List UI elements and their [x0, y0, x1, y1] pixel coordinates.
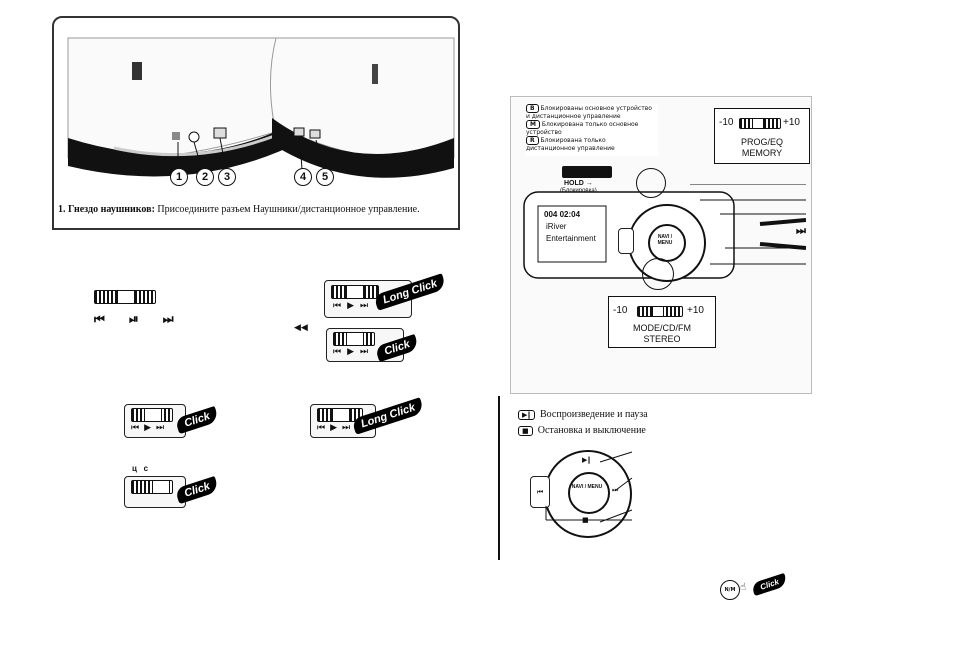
mode-scale-box: -10 +10 MODE/CD/FM STEREO	[608, 296, 716, 348]
footer-click-burst: Click	[750, 572, 789, 597]
legend-play-icon: ▶‖	[582, 456, 591, 464]
callout-1: 1	[170, 168, 188, 186]
legend-prev-tab: ⏮	[530, 476, 550, 508]
lock-badge-r: R	[526, 136, 539, 145]
ff-icon: ⏭	[796, 224, 806, 237]
callout-4: 4	[294, 168, 312, 186]
lock-legend: B Блокированы основное устройство и дист…	[526, 104, 658, 156]
remote-click-box-3	[124, 476, 186, 508]
long-click-burst-2: Long Click	[351, 397, 425, 435]
rewind-mark: ◀◀	[294, 323, 308, 333]
hold-zoom-circle	[636, 168, 666, 198]
screen-brand: iRiver	[546, 222, 567, 231]
eq-scale-box: -10 +10 PROG/EQ MEMORY	[714, 108, 810, 164]
headphone-jack-figure: 1 2 3 4 5 1. Гнездо наушников: Присоедин…	[52, 16, 460, 230]
headphone-caption: 1. Гнездо наушников: Присоедините разъем…	[58, 204, 420, 215]
mode-zoom-circle	[642, 258, 674, 290]
screen-subtitle: Entertainment	[546, 234, 596, 243]
remote-click-box-2: ⏮▶⏭	[124, 404, 186, 438]
remote-buttons: ⏮ ⏯ ⏭	[94, 312, 184, 326]
letters-c: ц с	[132, 464, 149, 473]
hand-pointer-icon: ☝	[740, 582, 747, 593]
device-left-photo	[67, 37, 455, 178]
play-pause-legend: ▶‖ Воспроизведение и пауза	[518, 402, 648, 421]
hold-switch	[562, 166, 612, 178]
legend-next-icon: ⏭	[612, 486, 619, 494]
hold-diagram: B Блокированы основное устройство и дист…	[510, 96, 812, 394]
menu-button-icon: N/M	[720, 580, 740, 600]
legend-dial-figure: NAVI / MENU ⏮ ⏭ ▶‖ ■	[520, 442, 640, 556]
callout-2: 2	[196, 168, 214, 186]
memory-label: MEMORY	[741, 148, 783, 158]
callout-3: 3	[218, 168, 236, 186]
stop-off-legend: ■ Остановка и выключение	[518, 418, 646, 437]
lock-badge-b: B	[526, 104, 539, 113]
divider-line	[498, 396, 500, 560]
player-left-tab[interactable]	[618, 228, 634, 254]
stereo-label: STEREO	[643, 334, 681, 344]
legend-navi-button	[568, 472, 610, 514]
screen-track-time: 004 02:04	[544, 210, 581, 219]
mode-cd-fm-label: MODE/CD/FM	[633, 323, 691, 333]
remote-slider	[94, 290, 156, 304]
prog-eq-label: PROG/EQ	[740, 137, 783, 147]
callout-5: 5	[316, 168, 334, 186]
lock-badge-m: M	[526, 120, 540, 129]
stop-icon: ■	[518, 426, 533, 436]
remote-long-click-box: ⏮▶⏭	[324, 280, 412, 318]
